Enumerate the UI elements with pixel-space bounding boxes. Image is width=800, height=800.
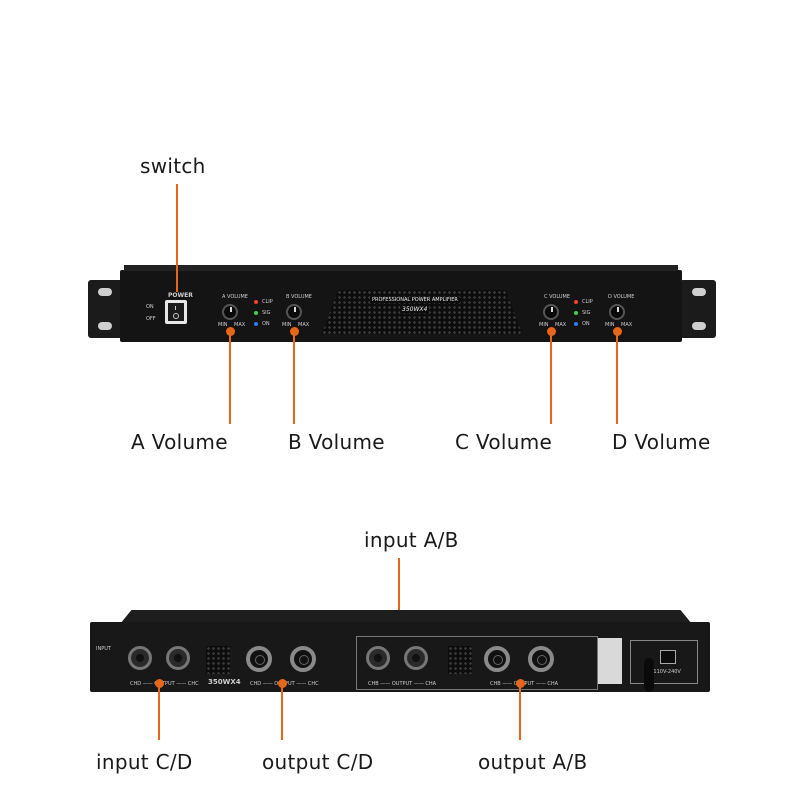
a-volume-marker	[226, 327, 235, 336]
switch-label: switch	[140, 154, 206, 178]
d-volume-text: D VOLUME	[608, 294, 635, 300]
output-b-speakon-jack[interactable]	[484, 646, 510, 672]
input-c-xlr-jack[interactable]	[166, 646, 190, 670]
output-d-speakon-jack[interactable]	[246, 646, 272, 672]
input-cd-marker	[155, 679, 164, 688]
min-text: MIN	[218, 322, 228, 328]
d-volume-leader-line	[616, 332, 618, 424]
input-b-xlr-jack[interactable]	[366, 646, 390, 670]
power-info-block: AC 110V-240V	[630, 640, 698, 684]
power-text: POWER	[168, 292, 193, 299]
output-a-speakon-jack[interactable]	[528, 646, 554, 672]
output-ab-label: output A/B	[478, 750, 588, 774]
output-ab-marker	[516, 679, 525, 688]
input-ab-label: input A/B	[364, 528, 459, 552]
b-volume-label: B Volume	[288, 430, 385, 454]
d-volume-label: D Volume	[612, 430, 711, 454]
a-volume-knob[interactable]	[222, 304, 238, 320]
on-led	[574, 322, 578, 326]
input-ab-leader-line	[398, 558, 400, 634]
power-cord	[644, 658, 654, 692]
output-c-speakon-jack[interactable]	[290, 646, 316, 672]
input-a-xlr-jack[interactable]	[404, 646, 428, 670]
output-ab-leader-line	[519, 684, 521, 740]
front-model: 350WX4	[400, 306, 430, 313]
min-text: MIN	[605, 322, 615, 328]
rack-hole	[98, 322, 112, 330]
on-led	[254, 322, 258, 326]
input-cd-leader-line	[158, 684, 160, 740]
a-volume-text: A VOLUME	[222, 294, 248, 300]
max-text: MAX	[298, 322, 310, 328]
rear-section-frame	[356, 636, 598, 690]
output-cd-marker	[278, 679, 287, 688]
rear-vent-left	[206, 646, 230, 674]
input-legend: INPUT	[96, 646, 111, 652]
on-led-text: ON	[582, 321, 590, 327]
switch-leader-line	[176, 184, 178, 292]
rack-hole	[692, 322, 706, 330]
on-text: ON	[146, 304, 154, 310]
front-top-edge	[124, 265, 678, 271]
power-switch[interactable]	[165, 300, 187, 324]
b-volume-text: B VOLUME	[286, 294, 312, 300]
rear-top-edge	[120, 610, 692, 624]
c-volume-knob[interactable]	[543, 304, 559, 320]
power-inlet[interactable]	[660, 650, 676, 664]
max-text: MAX	[234, 322, 246, 328]
warning-label	[598, 638, 622, 684]
brand-line: PROFESSIONAL POWER AMPLIFIER	[370, 297, 460, 303]
a-volume-leader-line	[229, 332, 231, 424]
on-led-text: ON	[262, 321, 270, 327]
b-volume-marker	[290, 327, 299, 336]
rack-hole	[98, 288, 112, 296]
off-text: OFF	[146, 316, 156, 322]
sig-text: SIG	[582, 310, 591, 316]
input-cd-label: input C/D	[96, 750, 193, 774]
d-volume-marker	[613, 327, 622, 336]
front-right-rack-ear	[680, 280, 716, 338]
c-volume-text: C VOLUME	[544, 294, 571, 300]
max-text: MAX	[621, 322, 633, 328]
chb-output-cha-text: CHB —— OUTPUT —— CHA	[368, 681, 437, 687]
rack-hole	[692, 288, 706, 296]
clip-led	[574, 300, 578, 304]
a-volume-label: A Volume	[131, 430, 228, 454]
d-volume-knob[interactable]	[609, 304, 625, 320]
clip-led	[254, 300, 258, 304]
output-cd-leader-line	[281, 684, 283, 740]
input-d-xlr-jack[interactable]	[128, 646, 152, 670]
clip-text: CLIP	[582, 299, 593, 305]
chd-output-chc-text: CHD —— OUTPUT —— CHC	[130, 681, 199, 687]
rear-vent-right	[448, 646, 472, 674]
min-text: MIN	[282, 322, 292, 328]
b-volume-leader-line	[293, 332, 295, 424]
b-volume-knob[interactable]	[286, 304, 302, 320]
c-volume-marker	[547, 327, 556, 336]
sig-text: SIG	[262, 310, 271, 316]
c-volume-label: C Volume	[455, 430, 553, 454]
output-cd-label: output C/D	[262, 750, 374, 774]
max-text: MAX	[555, 322, 567, 328]
front-left-rack-ear	[88, 280, 124, 338]
sig-led	[254, 311, 258, 315]
rear-model: 350WX4	[208, 678, 241, 686]
c-volume-leader-line	[550, 332, 552, 424]
clip-text: CLIP	[262, 299, 273, 305]
sig-led	[574, 311, 578, 315]
min-text: MIN	[539, 322, 549, 328]
power-spec-text: AC 110V-240V	[645, 669, 681, 675]
